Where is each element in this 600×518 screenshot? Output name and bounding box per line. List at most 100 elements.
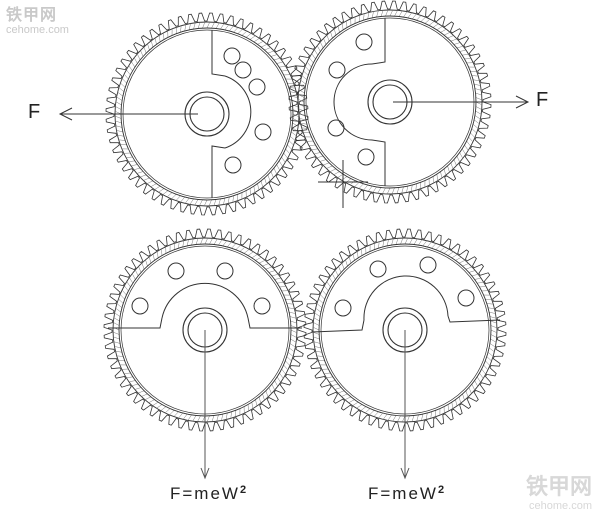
rim-hatch <box>404 237 408 245</box>
rim-hatch <box>113 341 121 344</box>
rim-hatch <box>279 286 287 288</box>
rim-hatch <box>447 35 454 39</box>
rim-hatch <box>230 411 232 419</box>
rim-hatch <box>319 294 325 300</box>
rim-hatch <box>131 61 136 68</box>
rim-hatch <box>315 350 322 353</box>
rim-hatch <box>358 183 364 189</box>
rim-hatch <box>451 254 458 259</box>
rim-hatch <box>262 263 269 267</box>
rim-hatch <box>471 274 479 277</box>
rim-hatch <box>114 346 121 349</box>
rim-hatch <box>356 251 359 258</box>
rim-hatch <box>137 390 145 394</box>
rim-hatch <box>313 317 320 322</box>
rim-hatch <box>289 136 296 141</box>
rim-hatch <box>486 356 492 362</box>
rim-hatch <box>143 46 147 54</box>
rim-hatch <box>403 11 408 18</box>
rim-hatch <box>422 240 428 247</box>
rim-hatch <box>338 266 342 273</box>
rim-hatch <box>126 376 133 379</box>
rim-hatch <box>289 316 297 319</box>
rim-hatch <box>292 122 299 127</box>
rim-hatch <box>116 96 123 101</box>
rim-hatch <box>301 127 309 129</box>
rim-hatch <box>337 390 345 394</box>
rim-hatch <box>128 65 133 72</box>
rim-hatch <box>139 174 147 178</box>
rim-hatch <box>298 113 306 116</box>
rim-hatch <box>387 414 392 421</box>
rim-hatch <box>462 393 465 401</box>
rim-hatch <box>277 281 284 284</box>
rim-hatch <box>474 88 482 91</box>
rim-hatch <box>323 38 327 45</box>
rim-hatch <box>455 257 462 261</box>
rim-hatch <box>455 399 458 407</box>
rim-hatch <box>396 187 400 194</box>
rim-hatch <box>481 368 486 375</box>
rim-hatch <box>334 28 337 36</box>
rim-hatch <box>113 317 120 322</box>
rim-hatch <box>314 49 319 56</box>
crosshair-mark <box>318 160 368 208</box>
eccentric-plate-edge <box>371 18 386 65</box>
rim-hatch <box>150 183 157 187</box>
rim-hatch <box>326 165 333 169</box>
rim-hatch <box>204 199 208 207</box>
rim-hatch <box>164 408 171 414</box>
rim-hatch <box>483 364 489 371</box>
hub-boss-arc <box>224 75 252 149</box>
rim-hatch <box>363 184 368 191</box>
rim-hatch <box>489 316 497 319</box>
rim-hatch <box>178 241 180 249</box>
force-arrow-down-left <box>200 330 210 480</box>
rim-hatch <box>290 91 297 94</box>
rim-hatch <box>194 199 199 206</box>
force-arrow-down-right <box>400 330 410 480</box>
rim-hatch <box>274 277 282 280</box>
rim-hatch <box>163 32 165 40</box>
rim-hatch <box>145 259 148 267</box>
rim-hatch <box>397 415 401 422</box>
rim-hatch <box>119 294 125 300</box>
rim-hatch <box>321 289 327 296</box>
rim-hatch <box>298 108 305 112</box>
eccentric-plate-edge <box>447 315 501 323</box>
rim-hatch <box>475 110 482 115</box>
rim-hatch <box>141 262 145 270</box>
rim-hatch <box>301 75 308 80</box>
rim-hatch <box>447 251 454 256</box>
rim-hatch <box>459 152 463 159</box>
rim-hatch <box>367 185 373 192</box>
rim-hatch <box>304 66 310 72</box>
rim-hatch <box>313 322 320 326</box>
rim-hatch <box>439 246 446 252</box>
watermark-en: cehome.com <box>6 24 69 36</box>
rim-hatch <box>387 187 391 195</box>
rim-hatch <box>251 254 258 259</box>
rim-hatch <box>485 360 491 366</box>
rim-hatch <box>249 188 251 196</box>
rim-hatch <box>453 159 457 166</box>
rim-hatch <box>283 152 288 159</box>
rim-hatch <box>223 198 226 205</box>
rim-hatch <box>314 346 321 349</box>
hub-boss-arc <box>333 63 373 141</box>
rim-hatch <box>443 249 450 254</box>
rim-hatch <box>479 286 487 288</box>
rim-hatch <box>489 343 496 348</box>
rim-hatch <box>191 238 194 246</box>
rim-hatch <box>292 109 300 113</box>
rim-hatch <box>475 92 482 96</box>
rim-hatch <box>352 253 355 261</box>
rim-hatch <box>138 266 142 273</box>
rim-hatch <box>279 65 286 68</box>
rim-hatch <box>182 240 185 247</box>
rim-hatch <box>180 196 185 203</box>
rim-hatch <box>131 383 139 386</box>
rim-hatch <box>134 387 142 390</box>
rim-hatch <box>311 53 316 60</box>
rim-hatch <box>486 303 494 305</box>
